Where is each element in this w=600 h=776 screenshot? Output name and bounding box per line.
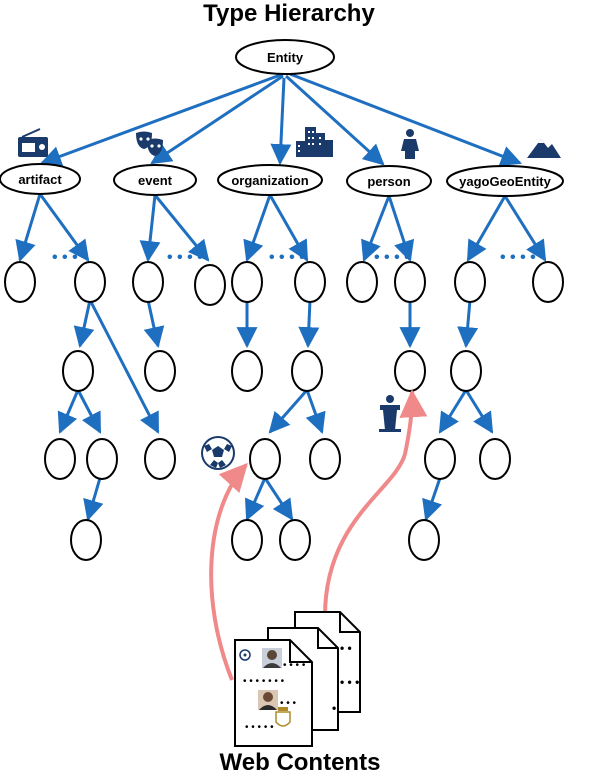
subtype-node: [479, 438, 511, 480]
player-photo-icon: [262, 648, 282, 668]
champions-league-logo-icon: [239, 649, 251, 661]
podium-speaker-icon: [379, 395, 401, 432]
theater-masks-icon: [136, 131, 163, 156]
type-node-organization: organization: [217, 164, 323, 196]
web-contents-documents: • • • • • • • • • • • • • • • • • • • • …: [234, 611, 361, 747]
subtype-node: [144, 438, 176, 480]
player-photo-icon: [258, 690, 278, 710]
subtype-node: [132, 261, 164, 303]
type-label-person: person: [367, 174, 410, 189]
subtype-node: [44, 438, 76, 480]
svg-text:• • • •: • • • •: [269, 249, 305, 266]
subtype-node: [346, 261, 378, 303]
subtype-node: [62, 350, 94, 392]
subtype-node: [279, 519, 311, 561]
svg-text:• • •: • • •: [280, 698, 297, 709]
sibling-ellipses: • • • • • • • • • • • • • • • • • • • •: [52, 249, 536, 266]
root-label: Entity: [267, 50, 304, 65]
web-content-links: [209, 389, 428, 681]
type-node-person: person: [346, 165, 432, 197]
svg-text:• • • • • • •: • • • • • • •: [243, 676, 285, 687]
type-label-yagogeoentity: yagoGeoEntity: [459, 174, 552, 189]
real-madrid-crest-icon: [275, 707, 291, 727]
subtype-node: [309, 438, 341, 480]
person-icon: [401, 129, 419, 159]
root-node: Entity: [235, 39, 335, 75]
subtype-node: [291, 350, 323, 392]
subtype-node: [4, 261, 36, 303]
type-label-organization: organization: [231, 173, 308, 188]
subtype-node: [86, 438, 118, 480]
subtype-node: [144, 350, 176, 392]
subtype-nodes: [4, 261, 564, 561]
type-label-event: event: [138, 173, 173, 188]
subtype-node: [70, 519, 102, 561]
subtype-node: [294, 261, 326, 303]
subtype-node: [532, 261, 564, 303]
subtype-node: [394, 350, 426, 392]
svg-text:• • • • •: • • • • •: [245, 722, 274, 733]
root-edges: [40, 72, 522, 167]
subtype-node: [450, 350, 482, 392]
buildings-icon: [296, 127, 333, 157]
type-node-yagogeoentity: yagoGeoEntity: [446, 165, 564, 197]
subtype-node: [424, 438, 456, 480]
svg-text:• • • •: • • • •: [52, 249, 88, 266]
subtype-node: [408, 519, 440, 561]
svg-text:• • • •: • • • •: [500, 249, 536, 266]
svg-text:• • •: • • •: [340, 675, 359, 689]
subtype-node: [231, 261, 263, 303]
subtype-node: [394, 261, 426, 303]
subtype-node: [74, 261, 106, 303]
subtype-node: [454, 261, 486, 303]
svg-text:• •: • •: [340, 641, 352, 655]
subtype-node: [231, 519, 263, 561]
type-node-artifact: artifact: [0, 163, 81, 195]
subtype-node: [231, 350, 263, 392]
radio-icon: [18, 128, 48, 157]
mountain-icon: [527, 139, 561, 158]
svg-text:• • • •: • • • •: [374, 249, 410, 266]
type-label-artifact: artifact: [18, 172, 62, 187]
subtype-node: [194, 264, 226, 306]
svg-text:•: •: [332, 701, 336, 715]
subtype-node: [249, 438, 281, 480]
type-node-event: event: [113, 164, 197, 196]
svg-text:• • • •: • • • •: [283, 660, 306, 671]
svg-text:• • • •: • • • •: [167, 249, 203, 266]
soccer-ball-icon: [201, 436, 235, 470]
diagram-title: Type Hierarchy: [203, 0, 375, 27]
web-contents-label: Web Contents: [220, 749, 381, 776]
tree-edges: [15, 193, 547, 522]
